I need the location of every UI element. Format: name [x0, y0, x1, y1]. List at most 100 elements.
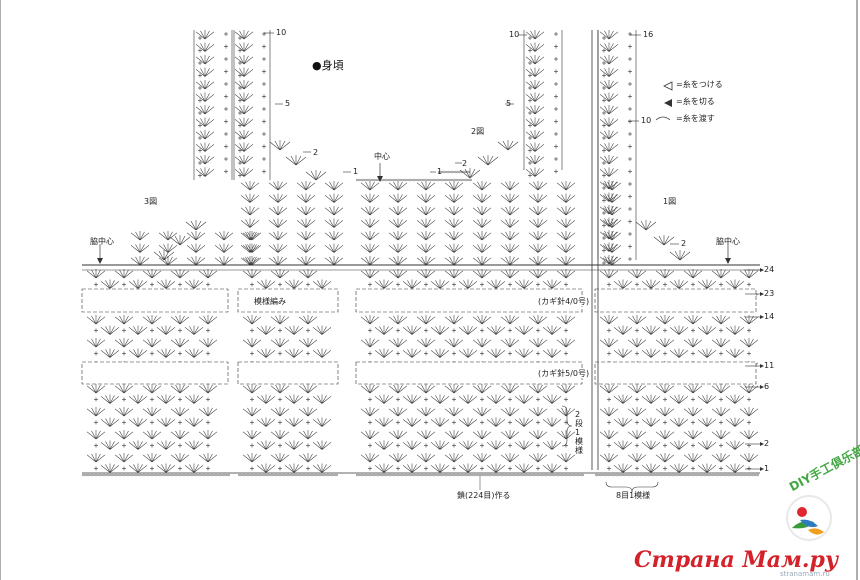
inverted-shell-stitch — [156, 325, 176, 335]
foundation-chain — [313, 473, 319, 477]
shell-stitch — [186, 256, 206, 266]
shell-stitch — [324, 256, 344, 266]
shell-stitch — [500, 338, 520, 348]
neckline-shell — [305, 170, 327, 181]
shell-stitch — [142, 338, 162, 348]
shell-stitch — [416, 315, 436, 325]
shell-stitch — [388, 231, 408, 241]
foundation-chain — [121, 473, 127, 477]
inverted-shell-stitch — [374, 348, 394, 358]
right-strap — [525, 30, 545, 40]
inverted-shell-stitch — [184, 463, 204, 473]
foundation-chain — [606, 473, 612, 477]
shell-stitch — [444, 256, 464, 266]
shell-stitch — [683, 453, 703, 463]
shell-stitch — [627, 269, 647, 279]
right-strap — [525, 130, 545, 140]
shell-stitch — [602, 181, 622, 191]
shell-stitch — [324, 231, 344, 241]
foundation-chain — [173, 473, 179, 477]
neck-chain — [463, 178, 469, 182]
foundation-chain — [750, 473, 756, 477]
shell-stitch — [360, 407, 380, 417]
foundation-chain — [375, 473, 381, 477]
shell-stitch — [655, 430, 675, 440]
shell-stitch — [444, 243, 464, 253]
foundation-chain — [161, 473, 167, 477]
inverted-shell-stitch — [697, 440, 717, 450]
shell-stitch — [268, 181, 288, 191]
shell-stitch — [444, 384, 464, 394]
foundation-chain — [638, 473, 644, 477]
arrow-head — [97, 258, 103, 264]
neck-chain — [399, 178, 405, 182]
inverted-shell-stitch — [374, 325, 394, 335]
neckline-shell — [477, 155, 499, 166]
foundation-chain — [483, 473, 489, 477]
foundation-chain — [105, 473, 111, 477]
shell-stitch — [360, 315, 380, 325]
inverted-shell-stitch — [128, 325, 148, 335]
neck-chain — [449, 170, 455, 174]
inverted-shell-stitch — [458, 348, 478, 358]
foundation-chain — [642, 473, 648, 477]
foundation-chain — [407, 473, 413, 477]
row-number-23: 23 — [764, 289, 775, 298]
foundation-chain — [427, 473, 433, 477]
inverted-shell-stitch — [458, 325, 478, 335]
piece-2-label: 2図 — [471, 127, 485, 136]
inverted-shell-stitch — [697, 417, 717, 427]
inverted-shell-stitch — [100, 279, 120, 289]
row-number-2-left: 2 — [313, 148, 319, 157]
foundation-chain — [535, 473, 541, 477]
shell-stitch — [416, 218, 436, 228]
inverted-shell-stitch — [641, 417, 661, 427]
shell-stitch — [500, 453, 520, 463]
foundation-chain — [367, 473, 373, 477]
arrow-head — [760, 364, 764, 368]
inverted-shell-stitch — [641, 325, 661, 335]
neck-chain — [371, 178, 377, 182]
inverted-shell-stitch — [697, 325, 717, 335]
shell-stitch — [599, 453, 619, 463]
inverted-shell-stitch — [613, 417, 633, 427]
shell-stitch — [602, 256, 622, 266]
foundation-chain — [746, 473, 752, 477]
shell-stitch — [599, 269, 619, 279]
foundation-chain — [495, 473, 501, 477]
shell-stitch — [268, 256, 288, 266]
foundation-chain — [435, 473, 441, 477]
shell-stitch — [388, 243, 408, 253]
foundation-chain — [281, 473, 287, 477]
neckline-shell — [497, 140, 519, 151]
foundation-chain — [551, 473, 557, 477]
shell-stitch — [556, 453, 576, 463]
left-strap-inner — [234, 142, 254, 152]
foundation-chain — [391, 473, 397, 477]
shell-stitch — [627, 430, 647, 440]
shell-stitch — [472, 243, 492, 253]
shell-stitch — [360, 243, 380, 253]
foundation-chain — [269, 473, 275, 477]
shell-stitch — [528, 243, 548, 253]
inverted-shell-stitch — [514, 279, 534, 289]
shell-stitch — [298, 407, 318, 417]
right-strap — [525, 167, 545, 177]
inverted-shell-stitch — [256, 348, 276, 358]
inverted-shell-stitch — [100, 325, 120, 335]
left-strap-inner — [234, 105, 254, 115]
shell-stitch — [360, 430, 380, 440]
foundation-chain — [245, 473, 251, 477]
inverted-shell-stitch — [256, 279, 276, 289]
foundation-chain — [363, 473, 369, 477]
shell-stitch — [556, 231, 576, 241]
shell-stitch — [324, 243, 344, 253]
shell-stitch — [170, 269, 190, 279]
foundation-chain — [125, 473, 131, 477]
inverted-shell-stitch — [486, 325, 506, 335]
cut-yarn-icon — [664, 99, 672, 107]
shell-stitch — [142, 384, 162, 394]
right-side-strap — [599, 105, 619, 115]
section-divider — [594, 361, 757, 385]
inverted-shell-stitch — [284, 463, 304, 473]
